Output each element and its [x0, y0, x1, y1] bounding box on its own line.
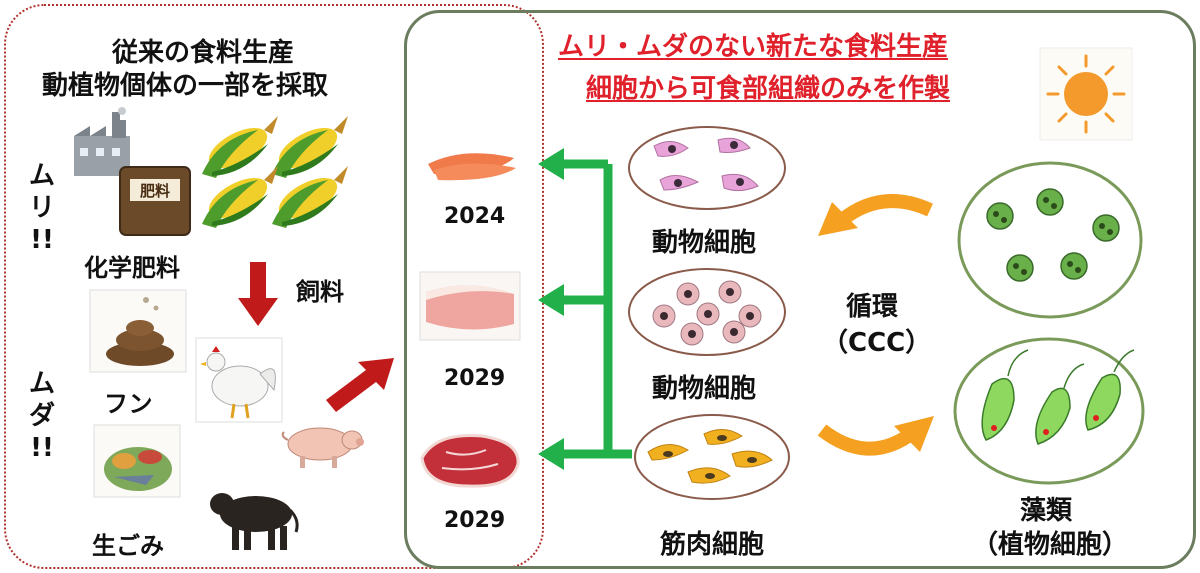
right-panel-frame: [404, 10, 1196, 569]
algae-oval-2: [953, 337, 1145, 485]
algae-oval-1: [957, 161, 1143, 319]
pork-icon: [419, 271, 521, 341]
left-panel-frame: [4, 4, 544, 569]
fertilizer-bag-icon: 肥料: [119, 166, 191, 236]
corn-icon: [202, 116, 348, 228]
muscle-cell-label: 筋肉細胞: [660, 530, 765, 560]
algae-label: 藻類: [1020, 496, 1073, 526]
cow-icon: [210, 493, 299, 550]
feed-label: 飼料: [296, 278, 344, 306]
muri-label: ムリ!!: [28, 161, 55, 255]
right-title-line2: 細胞から可食部組織のみを作製: [586, 74, 951, 104]
pig-icon: [281, 427, 364, 468]
dung-icon: [89, 289, 187, 373]
animal-cell-oval-2: [628, 268, 786, 356]
red-down-arrow-icon: [238, 262, 278, 326]
dung-label: フン: [104, 390, 153, 418]
muda-label: ムダ!!: [28, 369, 55, 463]
orange-arrow-icon: [818, 194, 933, 236]
muscle-cell-oval: [634, 414, 790, 500]
cycle-label: 循環: [846, 292, 899, 322]
animal-cell-label-1: 動物細胞: [652, 228, 757, 258]
year-2024: 2024: [444, 204, 506, 229]
cycle-sub-label: （CCC）: [822, 328, 932, 358]
right-title-line1: ムリ・ムダのない新たな食料生産: [558, 32, 949, 62]
chicken-icon: [195, 337, 283, 423]
beef-icon: [420, 433, 520, 488]
year-2029-a: 2029: [444, 366, 506, 391]
left-title-line2: 動植物個体の一部を採取: [42, 71, 329, 101]
left-title-line1: 従来の食料生産: [112, 38, 295, 68]
garbage-icon: [93, 424, 181, 498]
red-diagonal-arrow-icon: [326, 358, 394, 412]
shrimp-icon: [428, 153, 516, 181]
green-arrow-icon: [538, 148, 632, 470]
animal-cell-oval-1: [628, 126, 786, 210]
year-2029-b: 2029: [444, 508, 506, 533]
garbage-label: 生ごみ: [92, 532, 164, 560]
fertilizer-label: 化学肥料: [84, 254, 180, 282]
animal-cell-label-2: 動物細胞: [652, 374, 757, 404]
orange-arrow-icon-2: [817, 416, 934, 456]
sun-icon: [1039, 47, 1133, 141]
fertilizer-bag-text: 肥料: [140, 182, 170, 200]
algae-sub-label: （植物細胞）: [972, 530, 1129, 560]
